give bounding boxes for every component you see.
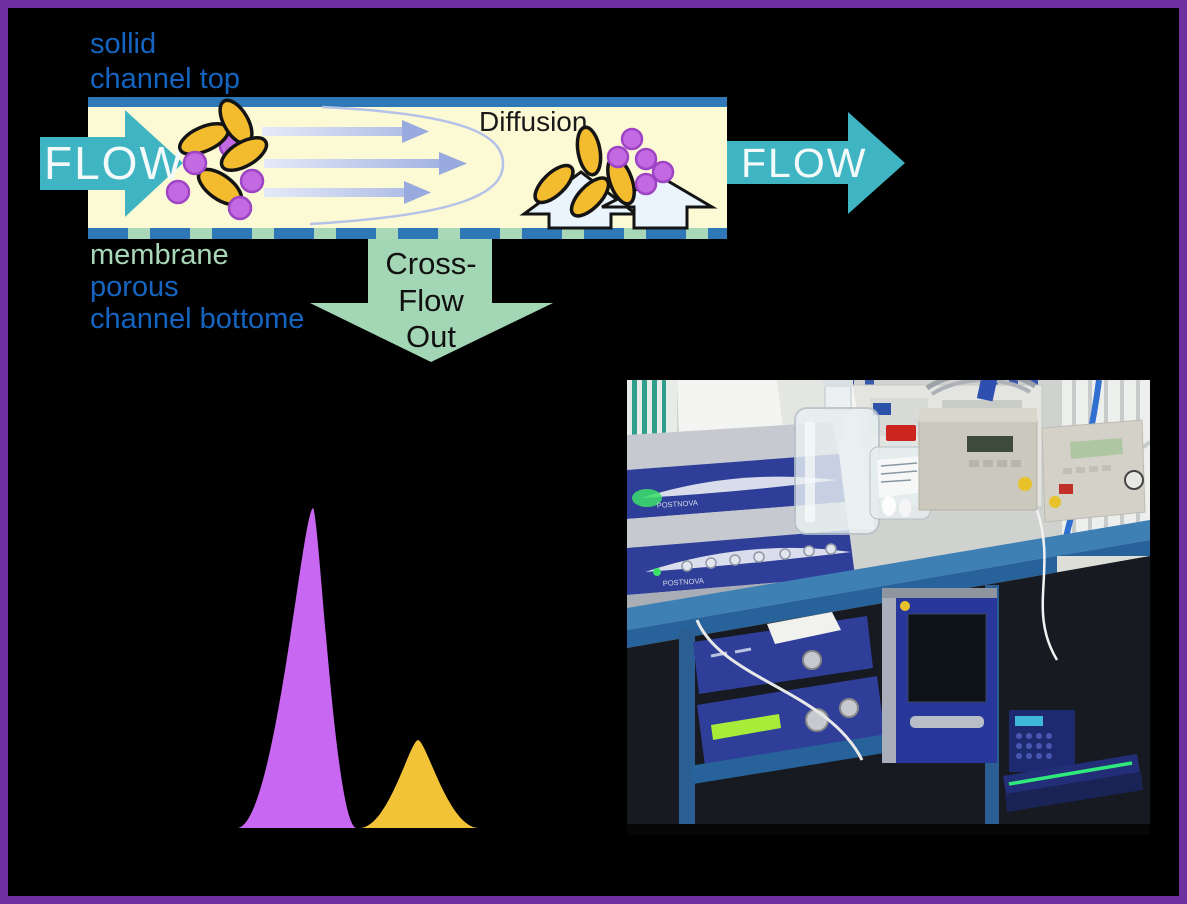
label-flow-out: FLOW bbox=[741, 140, 867, 186]
velocity-arrow-3 bbox=[264, 181, 431, 204]
fff-channel-diagram: sollid channel top FLOW Diffusion bbox=[40, 28, 905, 362]
velocity-arrow-2 bbox=[264, 152, 467, 175]
velocity-arrow-1 bbox=[262, 120, 429, 143]
photo-mid-shelf-board bbox=[689, 734, 891, 784]
photo-blue-strap bbox=[976, 380, 998, 402]
membrane-porous-wall bbox=[88, 228, 727, 239]
label-diffusion: Diffusion bbox=[479, 106, 587, 137]
slide-graphics: sollid channel top FLOW Diffusion bbox=[40, 28, 1150, 835]
photo-cabinet-handle bbox=[910, 716, 984, 728]
photo-blue-cabinet bbox=[882, 588, 997, 763]
photo-cart-post-left bbox=[679, 630, 695, 835]
photo-pressure-gauge bbox=[1124, 470, 1144, 490]
photo-small-display bbox=[1070, 438, 1123, 459]
photo-yellow-sticker-1 bbox=[1018, 477, 1032, 491]
flow-out-arrow: FLOW bbox=[727, 112, 905, 214]
label-membrane: membrane bbox=[90, 239, 229, 271]
flow-in-arrow: FLOW bbox=[40, 110, 185, 217]
label-crossflow-1: Cross- bbox=[385, 246, 476, 281]
photo-yellow-sticker-3 bbox=[900, 601, 910, 611]
photo-led-device bbox=[1003, 754, 1143, 812]
photo-tubing-2 bbox=[1035, 509, 1059, 661]
label-channel-bottom: channel bottome bbox=[90, 303, 304, 335]
label-porous: porous bbox=[90, 271, 179, 303]
photo-instrument-stack: POSTNOVA POSTNOVA bbox=[627, 422, 857, 608]
photo-pump-upper bbox=[693, 612, 873, 694]
photo-beige-instrument-1 bbox=[918, 380, 1038, 511]
photo-red-fitting bbox=[1059, 484, 1073, 494]
photo-cable-coil bbox=[925, 380, 1037, 391]
crossflow-out-arrow: Cross- Flow Out bbox=[310, 239, 553, 362]
fractogram-peak-yellow bbox=[360, 740, 478, 828]
photo-pump-lower bbox=[689, 676, 891, 784]
particle-cluster-separated bbox=[533, 125, 675, 218]
photo-mini-display bbox=[1015, 716, 1043, 726]
photo-green-lcd bbox=[711, 714, 781, 740]
photo-green-led-dot bbox=[653, 568, 661, 576]
fractogram-chart bbox=[238, 508, 478, 828]
label-flow-in: FLOW bbox=[44, 137, 185, 189]
label-solid: sollid bbox=[90, 28, 156, 60]
photo-keypad-device bbox=[1009, 710, 1075, 772]
photo-white-cloth bbox=[767, 612, 841, 644]
photo-beige-instrument-2 bbox=[1041, 419, 1146, 523]
photo-yellow-sticker-2 bbox=[1049, 496, 1061, 508]
up-arrow-large bbox=[601, 175, 718, 230]
photo-floor bbox=[627, 824, 1150, 835]
lab-instrument-photo: POSTNOVA POSTNOVA bbox=[627, 380, 1150, 835]
photo-tubing-1 bbox=[695, 619, 864, 761]
label-channel-top: channel top bbox=[90, 63, 240, 95]
photo-cabinet-window bbox=[907, 613, 987, 703]
photo-glass-bottle bbox=[794, 380, 880, 535]
channel-top-wall bbox=[88, 97, 727, 107]
label-crossflow-3: Out bbox=[406, 319, 456, 354]
particle-cluster-inlet bbox=[165, 98, 269, 221]
label-crossflow-2: Flow bbox=[398, 283, 464, 318]
photo-green-led-strip bbox=[1008, 761, 1133, 786]
photo-brand-label-2: POSTNOVA bbox=[663, 576, 705, 588]
photo-brand-label-1: POSTNOVA bbox=[657, 498, 699, 510]
photo-port-row bbox=[681, 543, 837, 572]
fractogram-peak-purple bbox=[238, 508, 356, 828]
photo-green-led-glow bbox=[632, 489, 662, 507]
velocity-profile bbox=[262, 105, 505, 226]
